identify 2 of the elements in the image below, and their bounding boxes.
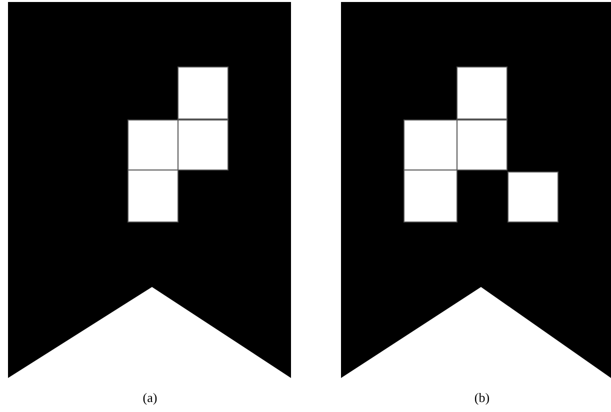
panel-label: (a) <box>142 390 158 406</box>
panel-label: (b) <box>473 390 491 406</box>
